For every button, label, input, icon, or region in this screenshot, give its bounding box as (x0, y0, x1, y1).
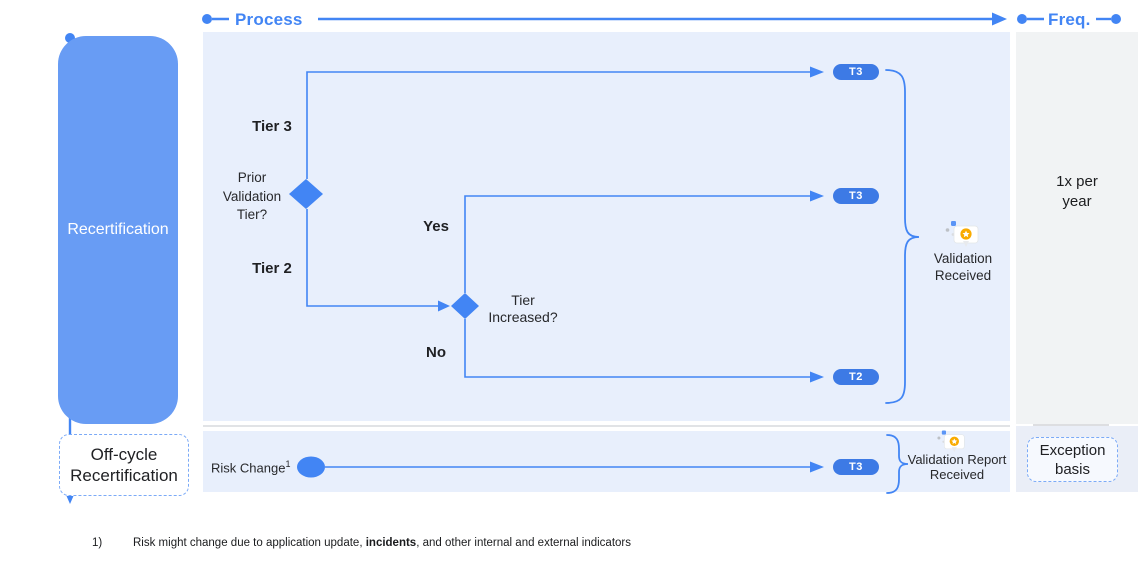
validation-received-label: Validation Received (933, 251, 993, 283)
recertification-box: Recertification (58, 36, 178, 424)
footnote-bold: incidents (365, 537, 417, 549)
tier2-branch-label: Tier 2 (252, 260, 292, 277)
footnote-number: 1) (92, 537, 103, 549)
validation-report-brace (886, 434, 909, 494)
tier-pill-t3-top: T3 (833, 64, 879, 80)
certificate-icon (945, 221, 979, 247)
arrowhead-t2 (810, 371, 824, 383)
validation-report-received-label: Validation Report Received (907, 452, 1007, 482)
row-divider (203, 425, 1010, 427)
risk-change-label: Risk Change1 (211, 459, 290, 475)
arrowhead-offcycle-t3 (810, 461, 824, 473)
freq-column-top (1016, 32, 1138, 424)
process-axis-label: Process (235, 10, 303, 29)
risk-change-text: Risk Change (211, 460, 286, 476)
process-arrowhead (992, 12, 1007, 26)
frequency-yearly-label: 1x per year (1056, 173, 1098, 210)
no-branch-label: No (426, 344, 446, 361)
tier-increased-diamond (451, 293, 479, 319)
prior-tier-question: Prior Validation Tier? (222, 170, 282, 222)
freq-axis-label: Freq. (1048, 10, 1091, 29)
offcycle-label: Off-cycle Recertification (70, 445, 178, 485)
arrowhead-mid-t3 (810, 190, 824, 202)
footnote-pre: Risk might change due to application upd… (133, 537, 366, 549)
validation-received-brace (885, 69, 920, 404)
tier-increased-question: Tier Increased? (488, 292, 558, 325)
certificate-icon (937, 430, 965, 453)
risk-change-footnote-ref: 1 (285, 459, 291, 469)
tier-pill-t2-bottom: T2 (833, 369, 879, 385)
recertification-label: Recertification (67, 221, 169, 238)
exception-basis-label: Exception basis (1039, 441, 1106, 478)
yes-branch-label: Yes (423, 218, 449, 235)
offcycle-recertification-box: Off-cycle Recertification (59, 434, 189, 496)
footnote-post: , and other internal and external indica… (416, 537, 632, 549)
prior-tier-diamond (289, 179, 323, 209)
tier-pill-t3-offcycle: T3 (833, 459, 879, 475)
process-axis-line (202, 12, 1007, 26)
flow-connectors (306, 66, 824, 383)
tier3-branch-label: Tier 3 (252, 118, 292, 135)
freq-axis-line (1017, 14, 1121, 24)
arrowhead-top-t3 (810, 66, 824, 78)
tier-pill-t3-middle: T3 (833, 188, 879, 204)
risk-change-node (297, 456, 325, 478)
footnote-text: Risk might change due to application upd… (133, 537, 631, 549)
risk-change-connector (297, 456, 824, 478)
freq-column-divider (1033, 424, 1109, 426)
arrowhead-to-decision (438, 300, 450, 312)
exception-basis-box: Exception basis (1027, 437, 1118, 482)
process-flow-panel (203, 32, 1010, 421)
